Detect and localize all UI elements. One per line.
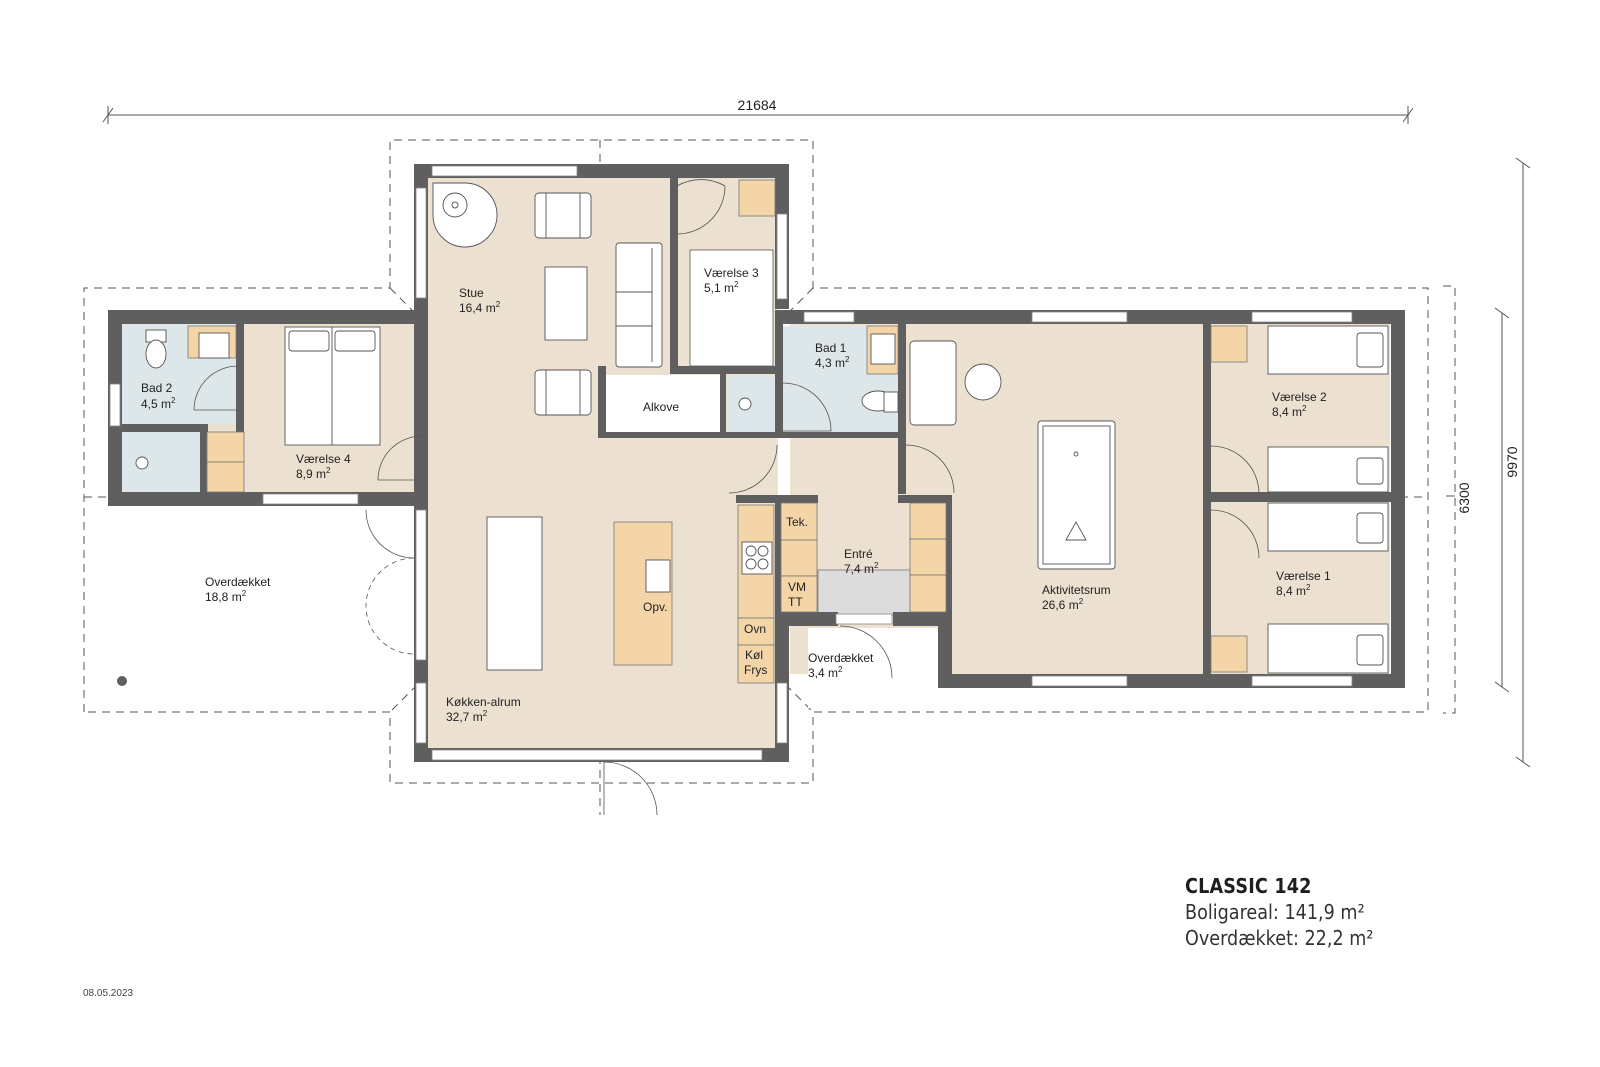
room-bad2-name: Bad 2	[141, 381, 173, 395]
room-overdaekket-left-area: 18,8 m2	[205, 589, 247, 604]
dimension-depth-label: 9970	[1504, 446, 1520, 477]
room-entre-area: 7,4 m2	[844, 561, 879, 576]
plan-date: 08.05.2023	[83, 988, 134, 999]
fixture-opv: Opv.	[643, 600, 667, 614]
fixture-ovn: Ovn	[744, 622, 766, 636]
room-vaerelse4-name: Værelse 4	[296, 452, 351, 466]
room-aktivitetsrum-name: Aktivitetsrum	[1042, 583, 1111, 597]
doors	[193, 179, 1260, 816]
cabinets	[187, 179, 1248, 684]
room-overdaekket-left-name: Overdækket	[205, 575, 271, 589]
dimension-core-label: 6300	[1456, 482, 1472, 513]
fixture-kol: Køl	[745, 648, 763, 662]
room-vaerelse2-name: Værelse 2	[1272, 390, 1327, 404]
plan-title-block: CLASSIC 142 Boligareal: 141,9 m² Overdæk…	[1185, 873, 1399, 951]
plan-name: CLASSIC 142	[1185, 874, 1312, 898]
room-vaerelse1-area: 8,4 m2	[1276, 583, 1311, 598]
room-overdaekket-entry-name: Overdækket	[808, 651, 874, 665]
fixture-tek: Tek.	[786, 515, 808, 529]
room-labels: Stue 16,4 m2 Værelse 3 5,1 m2 Bad 2 4,5 …	[141, 266, 1331, 724]
room-vaerelse1-name: Værelse 1	[1276, 569, 1331, 583]
dimension-width	[102, 106, 1414, 124]
room-entre-name: Entré	[844, 547, 873, 561]
room-vaerelse3-area: 5,1 m2	[704, 280, 739, 295]
room-bad2-area: 4,5 m2	[141, 396, 176, 411]
room-alkove-name: Alkove	[643, 400, 679, 414]
covered-area: Overdækket: 22,2 m²	[1185, 926, 1374, 950]
room-aktivitetsrum-area: 26,6 m2	[1042, 597, 1084, 612]
dimension-width-label: 21684	[738, 97, 777, 113]
room-bad1-area: 4,3 m2	[815, 355, 850, 370]
room-koekken-alrum-name: Køkken-alrum	[446, 695, 521, 709]
fixture-tt: TT	[788, 595, 803, 609]
room-stue-area: 16,4 m2	[459, 300, 501, 315]
room-koekken-alrum-area: 32,7 m2	[446, 709, 488, 724]
windows	[109, 165, 1353, 761]
dimension-depth	[1443, 157, 1531, 768]
room-stue-name: Stue	[459, 286, 484, 300]
living-area: Boligareal: 141,9 m²	[1185, 900, 1365, 924]
room-bad1-name: Bad 1	[815, 341, 847, 355]
room-vaerelse2-area: 8,4 m2	[1272, 404, 1307, 419]
room-overdaekket-entry-area: 3,4 m2	[808, 665, 843, 680]
room-vaerelse4-area: 8,9 m2	[296, 466, 331, 481]
fixture-frys: Frys	[744, 663, 767, 677]
column	[117, 676, 127, 686]
fixture-vm: VM	[788, 580, 806, 594]
room-vaerelse3-name: Værelse 3	[704, 266, 759, 280]
furniture	[135, 182, 1389, 674]
